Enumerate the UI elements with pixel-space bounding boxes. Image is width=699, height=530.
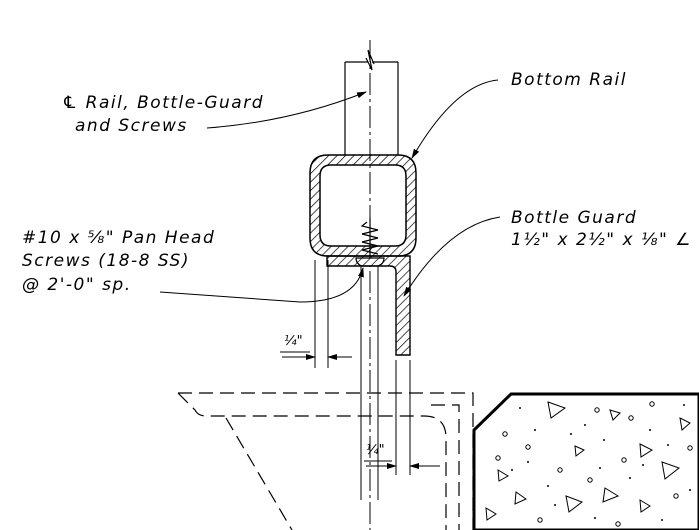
screws-label-line2: Screws (18-8 SS) bbox=[22, 251, 190, 271]
centerline-label-line2: and Screws bbox=[75, 116, 188, 136]
dimension-guard-offset-arrows bbox=[364, 460, 440, 469]
screws-label-line3: @ 2'-0" sp. bbox=[22, 275, 132, 295]
bottle-guard-size-label: 1½" x 2½" x ⅛" ∠ bbox=[511, 230, 692, 250]
centerline-symbol: ℄ bbox=[62, 93, 79, 113]
leader-bottom-rail bbox=[411, 79, 499, 159]
bottle-guard-label: Bottle Guard bbox=[511, 208, 638, 228]
dimension-guard-offset-label: ¼" bbox=[366, 443, 385, 458]
leader-screws bbox=[159, 267, 364, 303]
dimension-screw-offset-arrows bbox=[280, 351, 352, 360]
bottom-rail-tube bbox=[309, 154, 417, 257]
leader-bottle-guard bbox=[403, 216, 501, 297]
bottle-guard-angle bbox=[326, 255, 411, 356]
centerline-label-line1: Rail, Bottle-Guard bbox=[85, 93, 264, 113]
centerline-label: ℄ Rail, Bottle-Guard bbox=[62, 92, 264, 114]
bottom-rail-label: Bottom Rail bbox=[511, 70, 627, 90]
leader-centerline bbox=[206, 91, 367, 129]
concrete-section bbox=[472, 392, 699, 530]
screws-label-line1: #10 x ⅝" Pan Head bbox=[22, 228, 216, 248]
dimension-screw-offset-label: ¼" bbox=[284, 334, 303, 349]
rail-post bbox=[344, 49, 399, 155]
existing-barrier-dashed bbox=[177, 392, 474, 530]
leader-lines bbox=[159, 79, 501, 303]
extension-lines bbox=[314, 260, 411, 500]
